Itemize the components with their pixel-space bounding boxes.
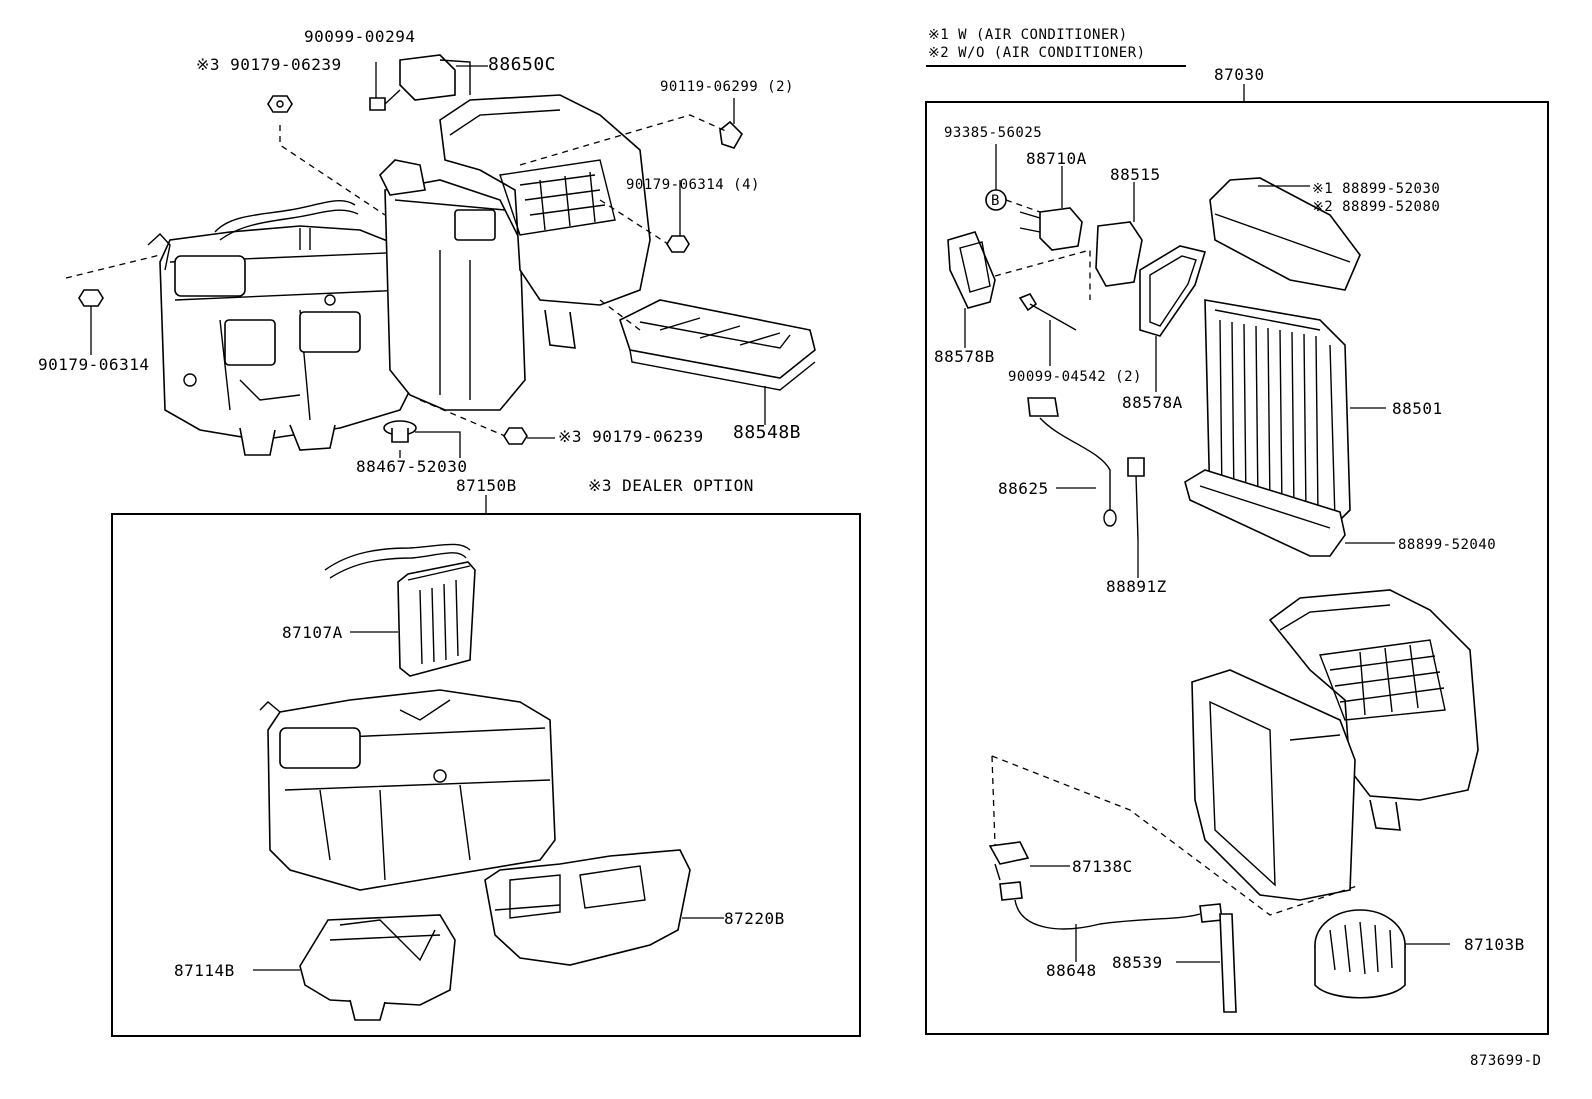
label-88515: 88515 (1110, 165, 1161, 184)
label-90119-06299: 90119-06299 (2) (660, 79, 794, 95)
label-88539: 88539 (1112, 953, 1163, 972)
label-90179-06314-4: 90179-06314 (4) (626, 177, 760, 193)
label-88710A: 88710A (1026, 149, 1087, 168)
label-88548B: 88548B (733, 422, 802, 443)
label-88650C: 88650C (488, 54, 557, 75)
label-87030: 87030 (1214, 65, 1265, 84)
label-88891Z: 88891Z (1106, 577, 1167, 596)
label-87138C: 87138C (1072, 857, 1133, 876)
label-88899-52080: ※2 88899-52080 (1312, 199, 1441, 215)
label-88578A: 88578A (1122, 393, 1183, 412)
label-88625: 88625 (998, 479, 1049, 498)
heater-case-exploded (253, 543, 724, 1021)
cooling-unit-box (925, 101, 1549, 1035)
label-88501: 88501 (1392, 399, 1443, 418)
label-90099-00294: 90099-00294 (304, 27, 416, 46)
heater-unit-assembly (65, 54, 816, 458)
label-88467-52030: 88467-52030 (356, 457, 468, 476)
label-93385-56025: 93385-56025 (944, 125, 1043, 141)
label-88578B: 88578B (934, 347, 995, 366)
label-87103B: 87103B (1464, 935, 1525, 954)
label-90099-04542: 90099-04542 (2) (1008, 369, 1142, 385)
label-87150B: 87150B (456, 476, 517, 495)
label-90179-06239-top: ※3 90179-06239 (196, 55, 342, 74)
label-87107A: 87107A (282, 623, 343, 642)
label-88899-52030: ※1 88899-52030 (1312, 181, 1441, 197)
label-90179-06239-bottom: ※3 90179-06239 (558, 427, 704, 446)
note-with-ac: ※1 W (AIR CONDITIONER) (928, 27, 1128, 43)
label-88648: 88648 (1046, 961, 1097, 980)
label-87220B: 87220B (724, 909, 785, 928)
note-without-ac: ※2 W/O (AIR CONDITIONER) (928, 45, 1146, 61)
cooling-unit-exploded (947, 144, 1479, 1013)
figure-id: 873699-D (1470, 1053, 1542, 1069)
dealer-option-note: ※3 DEALER OPTION (588, 476, 754, 495)
label-87114B: 87114B (174, 961, 235, 980)
label-b-marker: B (991, 193, 1000, 209)
label-88899-52040: 88899-52040 (1398, 537, 1497, 553)
label-90179-06314: 90179-06314 (38, 355, 150, 374)
